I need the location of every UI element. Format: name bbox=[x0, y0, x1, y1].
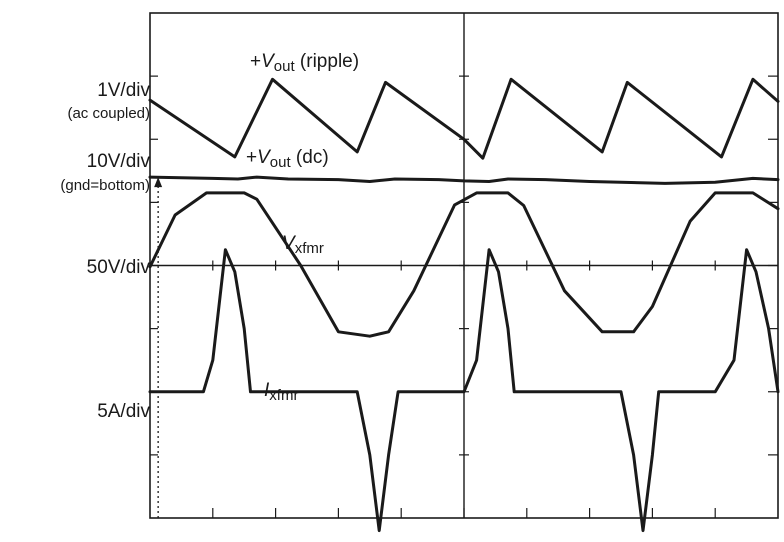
scale-label-dc: 10V/div bbox=[86, 151, 150, 172]
trace-3 bbox=[148, 248, 780, 533]
scale-label-vxfmr: 50V/div bbox=[86, 257, 150, 278]
trace-label-vout-dc: +Vout (dc) bbox=[246, 147, 329, 171]
trace-1 bbox=[148, 175, 780, 185]
trace-label-vout-ripple: +Vout (ripple) bbox=[250, 51, 360, 75]
scale-label-ripple: 1V/div bbox=[97, 80, 150, 101]
trace-label-ixfmr: Ixfmr bbox=[264, 380, 299, 404]
scale-note-ripple: (ac coupled) bbox=[67, 105, 150, 122]
scale-label-ixfmr: 5A/div bbox=[97, 401, 150, 422]
trace-label-vxfmr: Vxfmr bbox=[282, 233, 324, 257]
ground-reference-arrowhead bbox=[154, 177, 163, 188]
trace-2 bbox=[148, 191, 780, 338]
trace-0 bbox=[148, 77, 780, 160]
scale-note-dc: (gnd=bottom) bbox=[60, 177, 150, 194]
